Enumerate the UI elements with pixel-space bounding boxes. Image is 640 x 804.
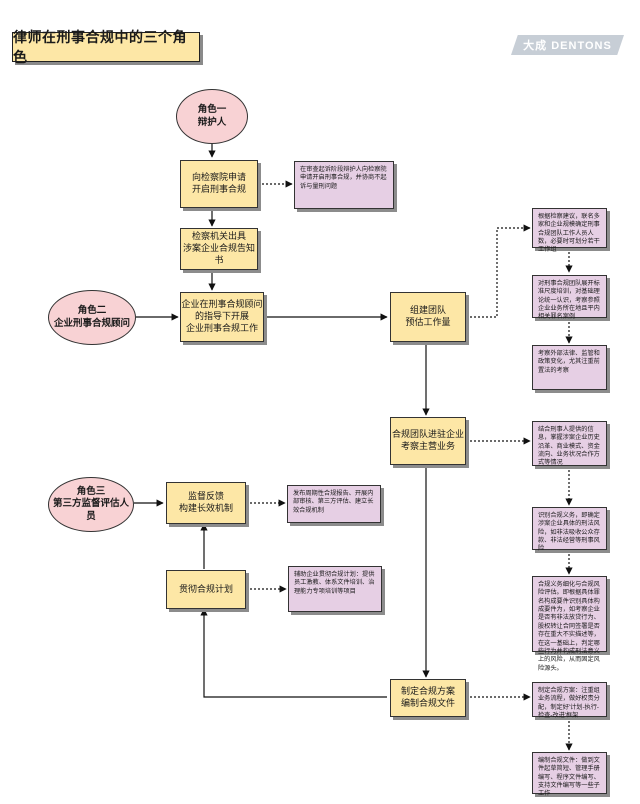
step-implement-plan: 贯彻合规计划 <box>166 570 246 609</box>
note-feedback: 发布周期性合规报告、开展内部审核、第三方评估、建立长效合规机制 <box>287 485 381 523</box>
note-team-3: 考察外部法律、监管和政策变化，尤其注重前置法的考察 <box>532 345 607 390</box>
note-team-2: 对刑事合规团队展开标准尺度培训，对基础理论统一认识，考察参照企业业务所在地且平内… <box>532 275 607 320</box>
step-compliance-notice: 检察机关出具 涉案企业合规告知书 <box>180 228 258 270</box>
step-supervision-feedback: 监督反馈 构建长效机制 <box>166 482 246 524</box>
step-compliance-plan: 制定合规方案 编制合规文件 <box>390 679 466 717</box>
role3-third-party-evaluator: 角色三 第三方监督评估人员 <box>48 477 134 532</box>
dotted-team-note1 <box>466 224 531 318</box>
arrow-plan-to-implement <box>200 608 387 698</box>
note-plan-1: 制定合规方案：注重组业务流程，做好权责分配，制定好'计划-执行-检查-改进'框架 <box>532 682 607 719</box>
note-enter-1: 结合刑事人提供的信息，掌握涉案企业历史沿革、商业模式、资金流向、业务状况合作方式… <box>532 421 607 466</box>
step-build-team: 组建团队 预估工作量 <box>390 292 466 342</box>
step-apply-compliance: 向检察院申请 开启刑事合规 <box>180 160 258 208</box>
note-apply: 在审查起诉阶段辩护人向检察院申请开启刑事合规，并协商不起诉与量刑问题 <box>294 161 394 209</box>
step-enter-enterprise: 合规团队进驻企业 考察主营业务 <box>390 417 466 465</box>
role1-defender: 角色一 辩护人 <box>176 89 248 144</box>
note-implement: 辅助企业贯彻合规计划：提供员工激教、体系文件培训、治理能力专项培训等项目 <box>288 566 382 612</box>
step-guided-compliance-work: 企业在刑事合规顾问 的指导下开展 企业刑事合规工作 <box>180 292 264 342</box>
note-enter-2: 识别合规义务，即确定涉案企业具体的刑法风险，如非法吸收公众存款、非法经营等刑事风… <box>532 507 607 552</box>
note-team-1: 根据检察建议，联名多家和企业规模确定刑事合规团队工作人员人数，必要时可划分若干工… <box>532 208 607 253</box>
role2-compliance-advisor: 角色二 企业刑事合规顾问 <box>48 290 136 345</box>
note-enter-3: 合规义务细化与合规风险评估。即根据具体罪名构成要件识别具体构成要件为，如考察企业… <box>532 576 607 672</box>
dentons-logo: 大成 DENTONS <box>511 35 624 55</box>
page-title: 律师在刑事合规中的三个角色 <box>12 29 200 65</box>
note-plan-2: 编制合规文件：做到文件起草简短、管理手册编写、程序文件编写、支持文件编写等一些子… <box>532 752 607 797</box>
